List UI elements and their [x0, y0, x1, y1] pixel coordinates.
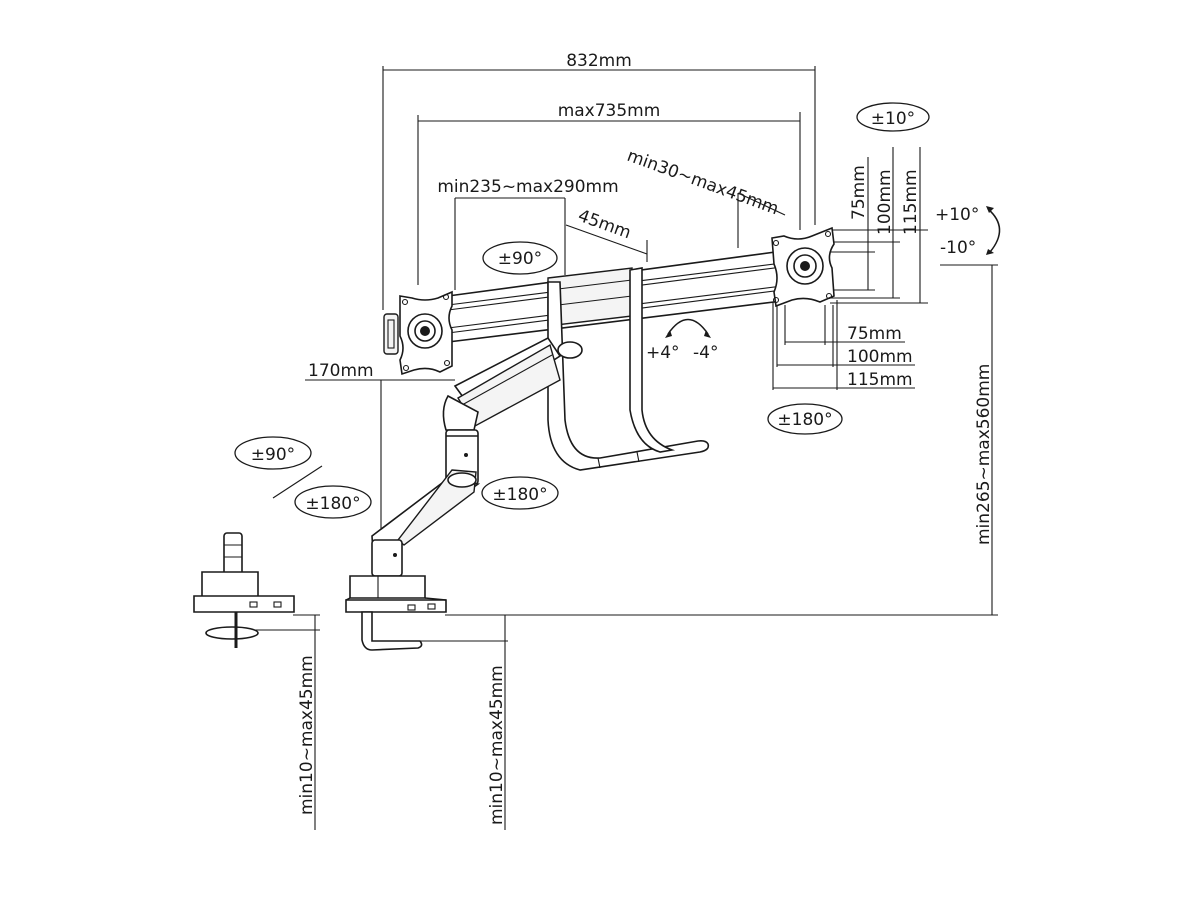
- clamp-base: [345, 575, 447, 651]
- label-handle-offset: 45mm: [575, 206, 633, 244]
- label-vesa-v-115: 115mm: [901, 169, 921, 235]
- rotation-bar-90: ±90°: [482, 241, 558, 275]
- label-height-range: min265~max560mm: [974, 364, 994, 545]
- label-vesa-h-75: 75mm: [847, 324, 902, 344]
- rotation-base-90: ±90°: [234, 436, 312, 470]
- dimension-height-range: min265~max560mm: [445, 264, 998, 616]
- label-vesa-h-115: 115mm: [847, 370, 913, 390]
- rotation-vesa-180: ±180°: [767, 403, 843, 435]
- label-desk-thickness-grommet: min10~max45mm: [297, 655, 317, 815]
- label-overall-width: 832mm: [566, 51, 632, 71]
- label-handle-tilt-plus: +4°: [646, 343, 680, 363]
- label-tilt-up: +10°: [935, 205, 979, 225]
- label-vesa-h-100: 100mm: [847, 347, 913, 367]
- rotation-tilt-10: +10° -10°: [935, 205, 1001, 258]
- grommet-base: [193, 532, 295, 648]
- rotation-arm-180: ±180°: [481, 476, 559, 510]
- dimension-vesa-offset: min30~max45mm: [624, 146, 786, 248]
- label-bar-rotation: ±90°: [498, 249, 542, 269]
- label-tilt-down: -10°: [940, 238, 976, 258]
- label-vesa-offset: min30~max45mm: [624, 146, 781, 219]
- label-arm-extension: min235~max290mm: [437, 177, 618, 197]
- label-arm-rotation: ±180°: [492, 485, 547, 505]
- label-handle-tilt-minus: -4°: [693, 343, 718, 363]
- label-vesa-v-75: 75mm: [849, 165, 869, 220]
- vesa-plate-right: [771, 226, 835, 308]
- label-base-rotation-90: ±90°: [251, 445, 295, 465]
- dimension-arm-extension: min235~max290mm: [437, 177, 619, 290]
- dimension-overall-width: 832mm: [382, 51, 816, 310]
- lower-arm: [371, 429, 481, 577]
- rotation-swivel-10: ±10°: [856, 102, 930, 132]
- upper-arm: [442, 336, 583, 431]
- label-vesa-v-100: 100mm: [875, 169, 895, 235]
- dimension-pole-offset: 170mm: [305, 361, 455, 578]
- dimension-handle-offset: 45mm: [565, 206, 648, 262]
- dimension-desk-thickness-clamp: min10~max45mm: [420, 615, 508, 830]
- dimension-bar-span: max735mm: [417, 101, 801, 285]
- handle: [547, 267, 710, 471]
- label-vesa-rotation: ±180°: [777, 410, 832, 430]
- divider-line: [272, 465, 323, 499]
- dimension-vesa-horizontal: 75mm 100mm 115mm: [772, 300, 915, 390]
- label-desk-thickness-clamp: min10~max45mm: [487, 665, 507, 825]
- rotation-base-180: ±180°: [294, 485, 372, 519]
- vesa-plate-left: [383, 290, 453, 376]
- label-swivel-10: ±10°: [871, 109, 915, 129]
- rotation-handle-tilt: +4° -4°: [646, 318, 718, 363]
- label-bar-span: max735mm: [558, 101, 661, 121]
- label-base-rotation-180: ±180°: [305, 494, 360, 514]
- dimension-vesa-vertical: 75mm 100mm 115mm: [825, 147, 928, 304]
- dimension-desk-thickness-grommet: min10~max45mm: [255, 614, 320, 830]
- crossbar: [447, 249, 791, 343]
- label-pole-offset: 170mm: [308, 361, 374, 381]
